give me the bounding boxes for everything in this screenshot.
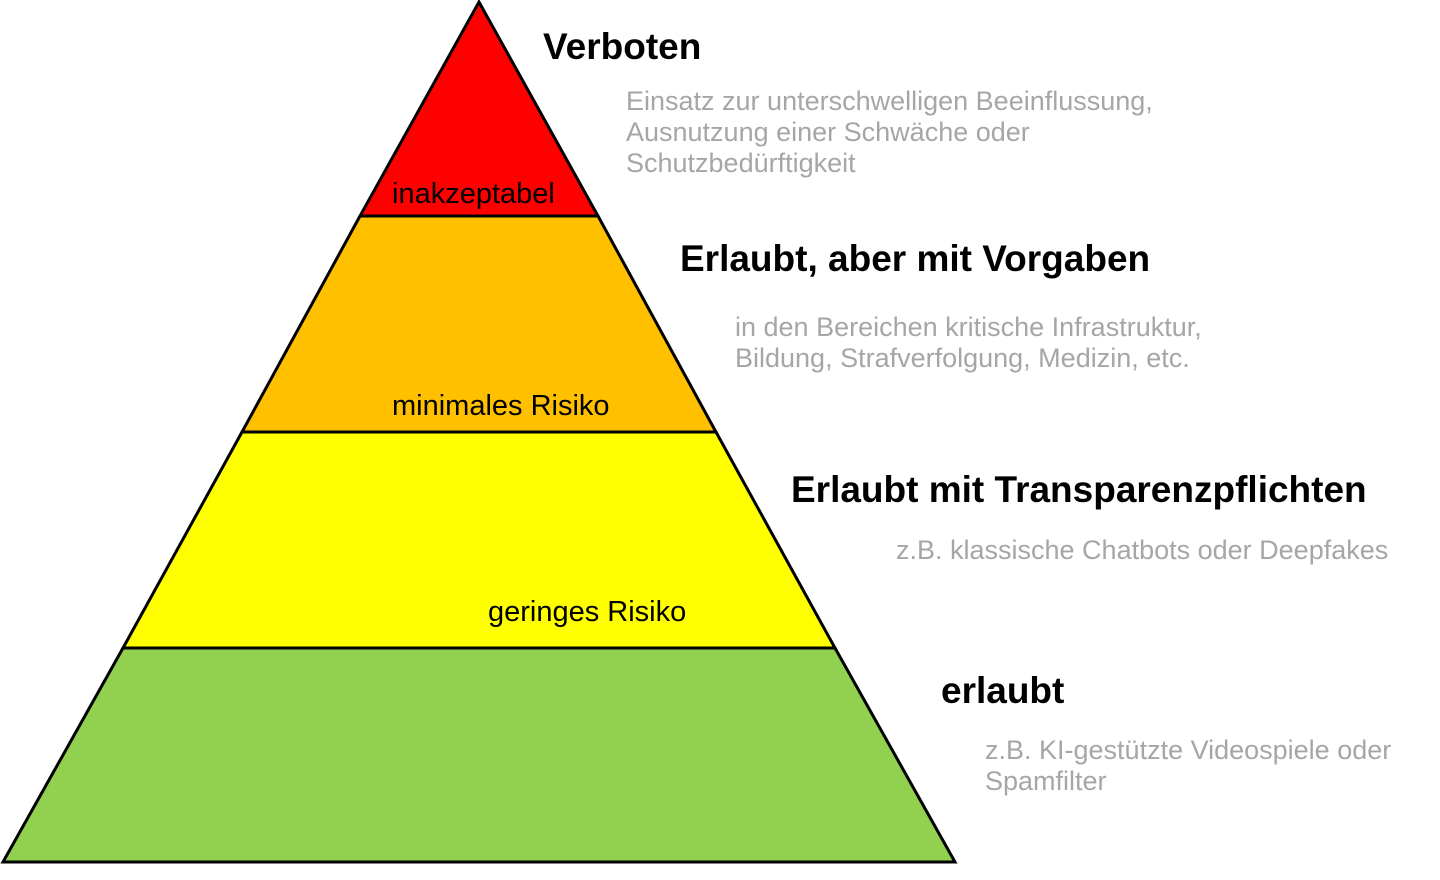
tier-label-limited: geringes Risiko	[488, 596, 687, 628]
heading-erlaubt: erlaubt	[941, 670, 1065, 711]
tier-label-high: minimales Risiko	[392, 390, 610, 422]
description-erlaubt: z.B. KI-gestützte Videospiele oder Spamf…	[985, 735, 1391, 797]
heading-verboten: Verboten	[543, 26, 702, 67]
description-line: Ausnutzung einer Schwäche oder	[626, 117, 1030, 147]
description-line: Schutzbedürftigkeit	[626, 148, 856, 178]
tier-label-unacceptable: inakzeptabel	[392, 178, 555, 210]
description-line: z.B. klassische Chatbots oder Deepfakes	[896, 535, 1389, 565]
description-erlaubt-vorgaben: in den Bereichen kritische Infrastruktur…	[735, 312, 1202, 374]
heading-erlaubt-vorgaben: Erlaubt, aber mit Vorgaben	[680, 238, 1151, 279]
description-line: in den Bereichen kritische Infrastruktur…	[735, 312, 1202, 342]
description-line: Bildung, Strafverfolgung, Medizin, etc.	[735, 343, 1190, 373]
description-line: Spamfilter	[985, 766, 1107, 796]
description-transparenz: z.B. klassische Chatbots oder Deepfakes	[896, 535, 1388, 566]
heading-transparenz: Erlaubt mit Transparenzpflichten	[791, 469, 1367, 510]
description-line: z.B. KI-gestützte Videospiele oder	[985, 735, 1392, 765]
description-verboten: Einsatz zur unterschwelligen Beeinflussu…	[626, 86, 1153, 179]
pyramid-tier-limited	[120, 430, 838, 650]
description-line: Einsatz zur unterschwelligen Beeinflussu…	[626, 86, 1153, 116]
pyramid-tier-minimal	[0, 646, 958, 864]
